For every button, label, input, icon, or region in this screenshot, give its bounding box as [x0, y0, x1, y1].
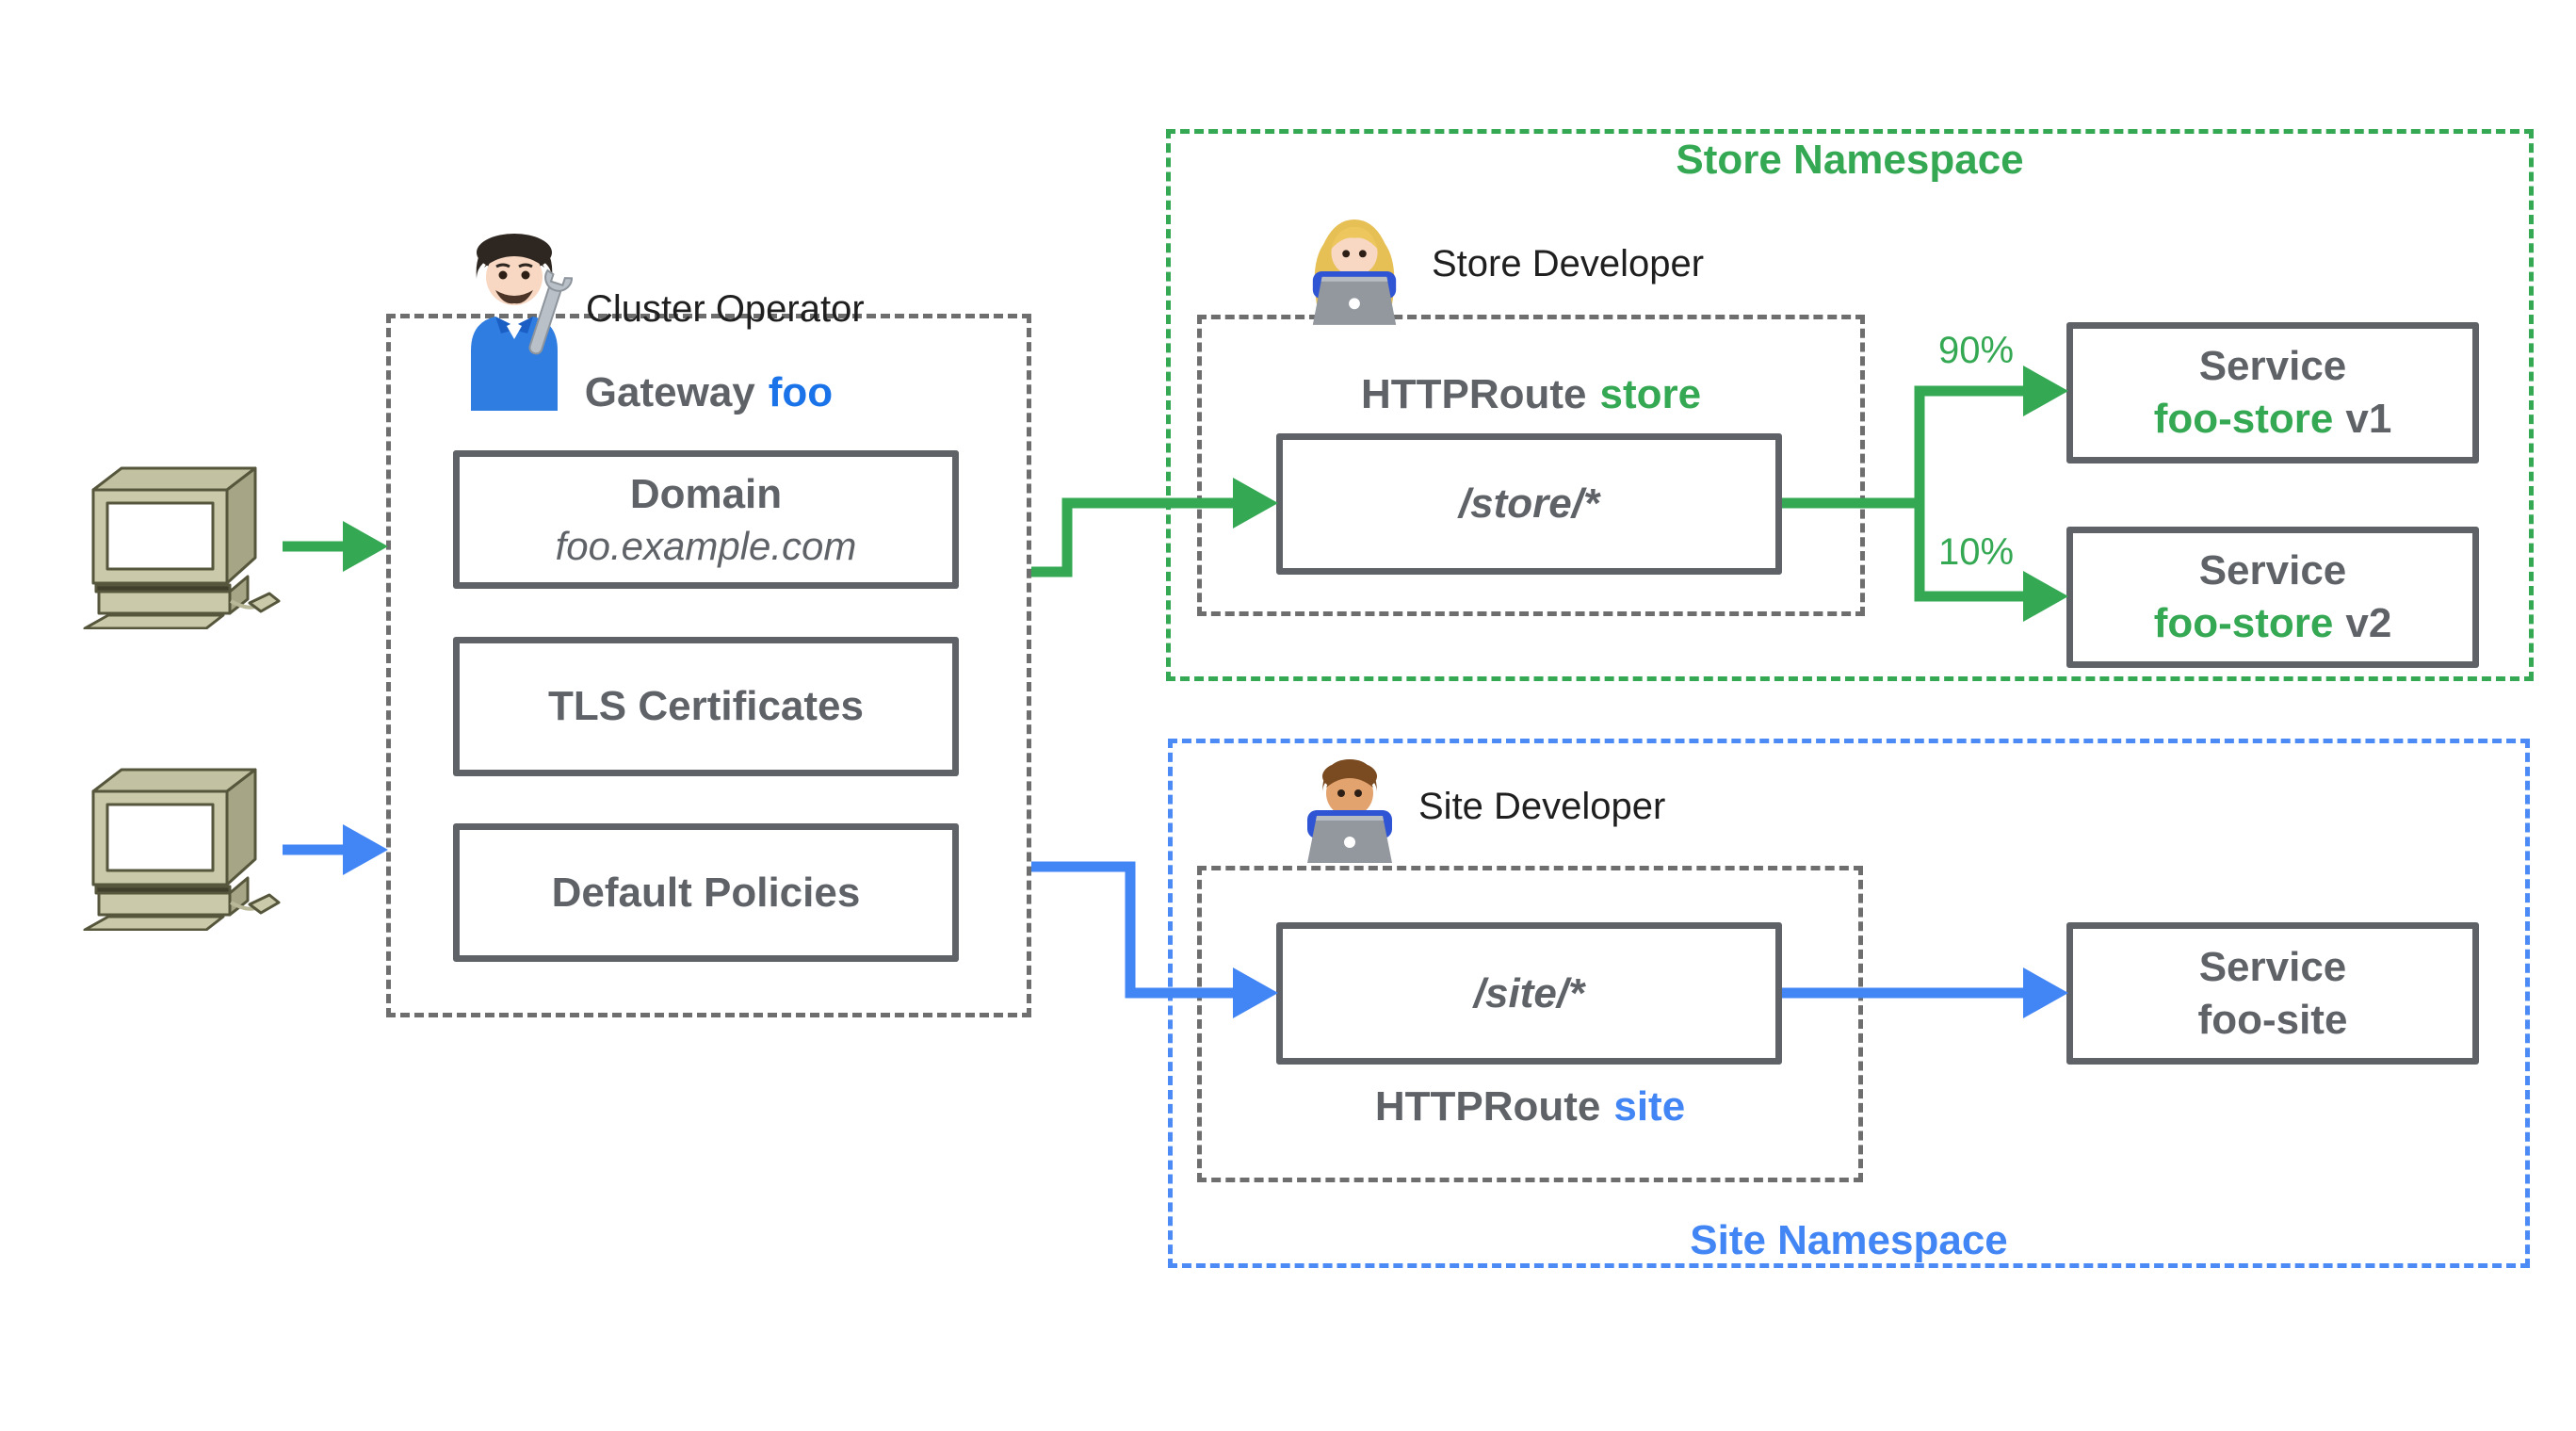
- gateway-title-prefix: Gateway: [584, 369, 755, 415]
- service-v2-version: v2: [2345, 600, 2392, 646]
- service-v1-name-line: foo-store v1: [2154, 393, 2392, 446]
- site-developer-avatar: [1298, 752, 1401, 865]
- domain-box: Domain foo.example.com: [453, 450, 959, 589]
- httproute-store-title-name: store: [1599, 371, 1702, 417]
- site-developer-label: Site Developer: [1418, 786, 1666, 827]
- service-v1-version: v1: [2345, 396, 2392, 442]
- httproute-store-title-prefix: HTTPRoute: [1360, 371, 1587, 417]
- service-v2-name: foo-store: [2153, 600, 2334, 646]
- domain-box-title: Domain: [629, 470, 783, 517]
- site-route-path: /site/*: [1473, 969, 1585, 1016]
- service-v1-name: foo-store: [2153, 396, 2334, 442]
- httproute-site-title-name: site: [1613, 1083, 1686, 1130]
- woman-technologist-icon: [1312, 219, 1397, 325]
- default-policies-box: Default Policies: [453, 823, 959, 962]
- httproute-site-boundary: [1197, 866, 1863, 1182]
- desktop-computer-icon: [83, 768, 281, 931]
- weight-90-label: 90%: [1938, 330, 2015, 371]
- httproute-store-boundary: [1197, 315, 1865, 616]
- store-developer-avatar: [1304, 209, 1405, 328]
- client2-blue-arrowhead: [343, 824, 388, 875]
- httproute-store-title: HTTPRoute store: [1197, 371, 1865, 418]
- store-route-path-box: /store/*: [1276, 433, 1782, 575]
- desktop-computer-icon: [83, 466, 281, 629]
- client-computer-2: [80, 761, 283, 931]
- service-v2-type-label: Service: [2198, 547, 2347, 594]
- service-v1-type-label: Service: [2198, 343, 2347, 389]
- man-mechanic-icon: [471, 234, 573, 411]
- gateway-title-name: foo: [768, 369, 834, 415]
- httproute-site-title: HTTPRoute site: [1197, 1083, 1863, 1130]
- service-foo-store-v2-box: Service foo-store v2: [2066, 527, 2479, 668]
- cluster-operator-label: Cluster Operator: [586, 288, 865, 330]
- weight-10-label: 10%: [1938, 531, 2015, 573]
- service-v2-name-line: foo-store v2: [2154, 597, 2392, 650]
- store-namespace-boundary: [1166, 129, 2534, 681]
- service-foo-store-v1-box: Service foo-store v1: [2066, 322, 2479, 463]
- client1-green-arrowhead: [343, 521, 388, 572]
- domain-box-value: foo.example.com: [555, 523, 857, 568]
- store-route-path: /store/*: [1458, 480, 1600, 527]
- store-namespace-title: Store Namespace: [1676, 137, 2024, 183]
- service-foo-site-type-label: Service: [2198, 943, 2347, 990]
- client-computer-1: [80, 460, 283, 629]
- service-foo-site-box: Service foo-site: [2066, 922, 2479, 1065]
- gateway-boundary: [386, 314, 1031, 1017]
- gateway-title: Gateway foo: [386, 369, 1031, 416]
- service-foo-site-name: foo-site: [2197, 996, 2348, 1043]
- man-technologist-icon: [1307, 759, 1392, 863]
- site-route-path-box: /site/*: [1276, 922, 1782, 1065]
- default-policies-label: Default Policies: [551, 869, 861, 916]
- tls-certificates-box: TLS Certificates: [453, 637, 959, 776]
- httproute-site-title-prefix: HTTPRoute: [1374, 1083, 1601, 1130]
- cluster-operator-avatar: [460, 226, 573, 411]
- store-developer-label: Store Developer: [1432, 243, 1705, 285]
- site-namespace-boundary: [1168, 739, 2530, 1268]
- tls-certificates-label: TLS Certificates: [548, 683, 864, 729]
- site-namespace-title: Site Namespace: [1690, 1217, 2008, 1263]
